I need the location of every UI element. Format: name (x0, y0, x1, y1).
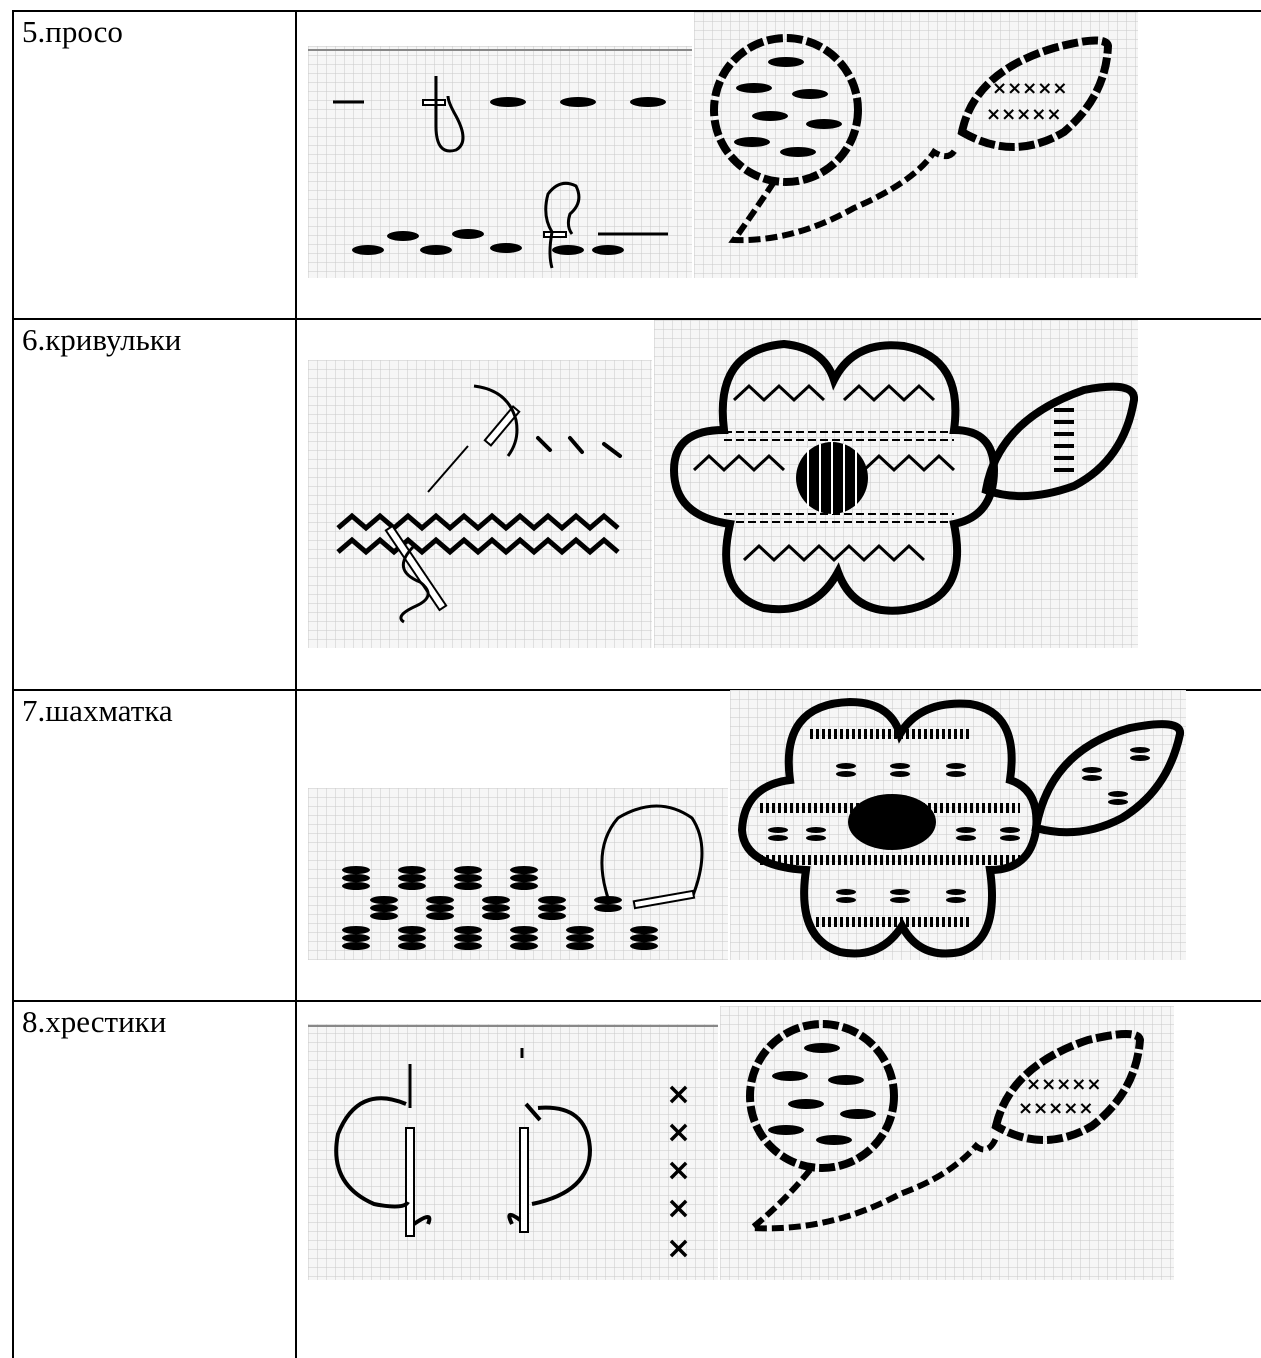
svg-text:×××××: ××××× (1018, 1098, 1093, 1119)
row-label: 8.хрестики (22, 1004, 167, 1039)
table-row: 7.шахматка (12, 689, 1261, 1000)
table-row: 6.кривульки (12, 318, 1261, 689)
shakhmatka-stitch-diagram (308, 788, 728, 960)
shakhmatka-flower-pattern (730, 690, 1186, 960)
proso-flower-pattern: ××××× ××××× (694, 12, 1138, 278)
table-border-left (12, 10, 14, 1358)
svg-text:×: × (666, 1115, 691, 1150)
table-row: 8.хрестики (12, 1000, 1261, 1358)
row-divider (12, 689, 1261, 691)
kryvulky-flower-pattern (654, 320, 1138, 648)
row-divider (12, 1000, 1261, 1002)
svg-text:×××××: ××××× (992, 78, 1067, 99)
svg-text:×: × (666, 1077, 691, 1112)
svg-text:×: × (666, 1231, 691, 1266)
khrestyky-flower-pattern: ××××× ××××× (720, 1006, 1174, 1280)
row-label: 7.шахматка (22, 693, 173, 728)
row-label: 6.кривульки (22, 322, 182, 357)
row-divider (12, 10, 1261, 12)
proso-stitch-diagram (308, 46, 692, 278)
table-row: 5.просо (12, 10, 1261, 318)
svg-text:×××××: ××××× (986, 104, 1061, 125)
svg-text:×: × (666, 1153, 691, 1188)
row-divider (12, 318, 1261, 320)
kryvulky-stitch-diagram (308, 360, 652, 648)
khrestyky-stitch-diagram: × × × × × (308, 1024, 718, 1280)
stitch-table: 5.просо 6.кривульки 7.шахматка 8.хрестик… (12, 10, 1261, 1358)
row-label: 5.просо (22, 14, 123, 49)
svg-text:×××××: ××××× (1026, 1074, 1101, 1095)
svg-text:×: × (666, 1191, 691, 1226)
column-divider (295, 10, 297, 1358)
